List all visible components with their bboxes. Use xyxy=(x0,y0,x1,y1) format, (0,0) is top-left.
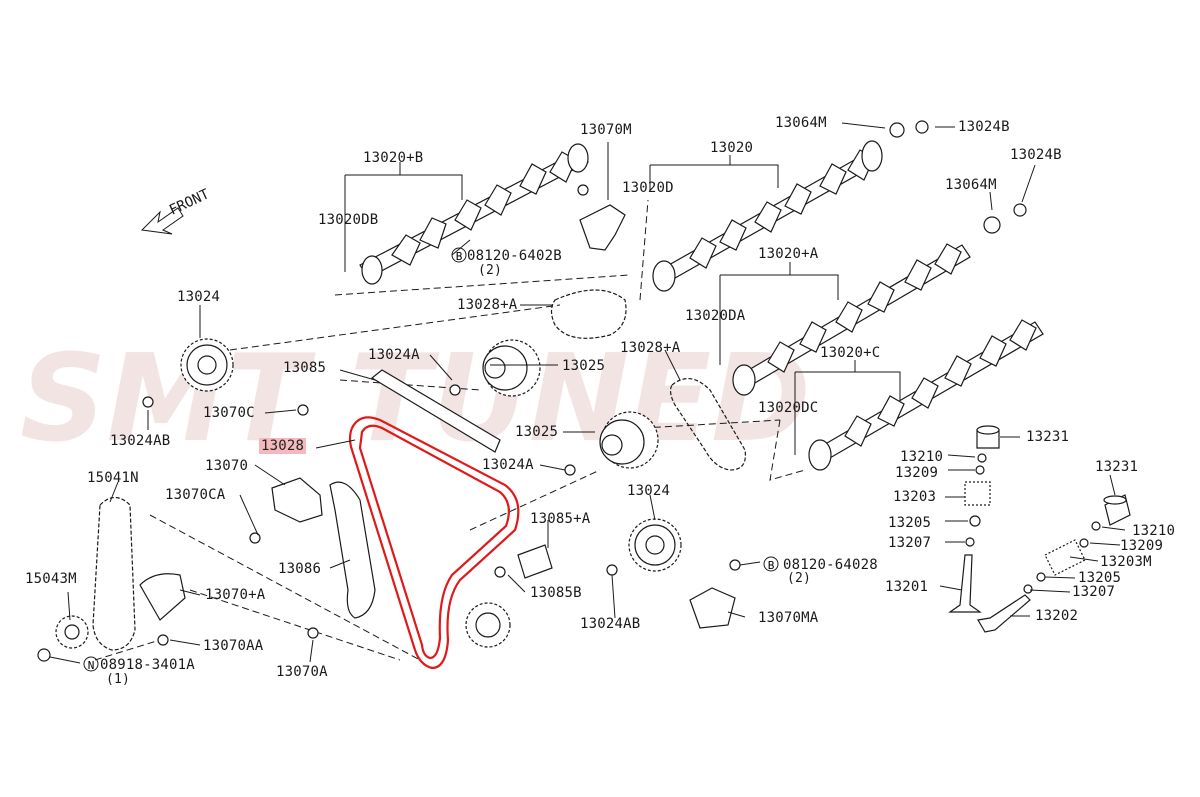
label-13020-a: 13020+A xyxy=(758,246,819,262)
label-13064M-top: 13064M xyxy=(775,115,827,131)
label-13070M: 13070M xyxy=(580,122,632,138)
label-13024B-top: 13024B xyxy=(958,119,1010,135)
label-13020D: 13020D xyxy=(622,180,674,196)
label-13202: 13202 xyxy=(1035,608,1079,624)
guide-13085-a xyxy=(517,544,553,579)
label-13201: 13201 xyxy=(885,579,929,595)
label-13024-upper: 13024 xyxy=(177,289,221,305)
label-13231-top: 13231 xyxy=(1026,429,1070,445)
label-13070A: 13070A xyxy=(276,664,328,680)
label-13203: 13203 xyxy=(893,489,937,505)
label-13210-right: 13210 xyxy=(1132,523,1176,539)
label-13207-left: 13207 xyxy=(888,535,932,551)
label-13086: 13086 xyxy=(278,561,322,577)
label-13085: 13085 xyxy=(283,360,327,376)
label-13070: 13070 xyxy=(205,458,249,474)
bolt-mark-b-1: B xyxy=(456,250,463,263)
spring-13203 xyxy=(964,481,991,506)
label-13070C: 13070C xyxy=(203,405,255,421)
label-13203M: 13203M xyxy=(1100,554,1152,570)
sprocket-13024-lower xyxy=(628,518,682,572)
timing-chain-13028 xyxy=(348,416,520,670)
label-13028-a-mid: 13028+A xyxy=(620,340,681,356)
label-13025-upper: 13025 xyxy=(562,358,606,374)
label-13064M-right: 13064M xyxy=(945,177,997,193)
sprocket-crank xyxy=(465,602,511,648)
label-08918-3401A: 08918-3401A xyxy=(100,657,195,673)
label-13070MA: 13070MA xyxy=(758,610,819,626)
label-08120-64028-qty: (2) xyxy=(787,571,812,586)
nut-mark-n: N xyxy=(88,659,95,672)
label-13024AB-mid: 13024AB xyxy=(580,616,641,632)
label-13024A-mid: 13024A xyxy=(482,457,534,473)
camshaft-13020-a xyxy=(732,243,971,396)
label-13085-a: 13085+A xyxy=(530,511,591,527)
label-13085B: 13085B xyxy=(530,585,582,601)
camshaft-13020-b xyxy=(359,143,589,285)
label-13020: 13020 xyxy=(710,140,754,156)
label-15041N: 15041N xyxy=(87,470,139,486)
label-13209-right: 13209 xyxy=(1120,538,1164,554)
label-13020-c: 13020+C xyxy=(820,345,881,361)
label-13020-b: 13020+B xyxy=(363,150,424,166)
label-13028: 13028 xyxy=(259,438,307,454)
label-13024A-top: 13024A xyxy=(368,347,420,363)
front-label: FRONT xyxy=(167,186,212,219)
bucket-13231-top xyxy=(976,425,1000,449)
sprocket-15043M xyxy=(55,615,89,649)
sprocket-13024-upper xyxy=(180,338,234,392)
bolt-mark-b-2: B xyxy=(768,559,775,572)
label-13205-right: 13205 xyxy=(1078,570,1122,586)
bucket-13231-right xyxy=(1103,494,1131,526)
label-13020DA: 13020DA xyxy=(685,308,746,324)
label-13207-right: 13207 xyxy=(1072,584,1116,600)
label-13231-right: 13231 xyxy=(1095,459,1139,475)
label-13024AB-left: 13024AB xyxy=(110,433,171,449)
label-08918-3401A-qty: (1) xyxy=(106,672,131,687)
label-15043M: 15043M xyxy=(25,571,77,587)
chain-13028-a-mid xyxy=(669,378,747,471)
camshaft-13020 xyxy=(652,140,883,292)
label-13028-highlight: 13028 xyxy=(259,438,307,454)
label-13070AA: 13070AA xyxy=(203,638,264,654)
label-13070-a-plus: 13070+A xyxy=(205,587,266,603)
front-arrow-icon xyxy=(140,207,184,235)
spring-13203M xyxy=(1044,539,1086,576)
valve-13202 xyxy=(977,594,1031,633)
label-13024B-right: 13024B xyxy=(1010,147,1062,163)
tensioner-13070 xyxy=(271,477,323,523)
label-08120-6402B-qty: (2) xyxy=(478,263,503,278)
valve-13201 xyxy=(948,554,982,613)
label-13028-a-top: 13028+A xyxy=(457,297,518,313)
bolts xyxy=(37,120,1101,662)
label-13070CA: 13070CA xyxy=(165,487,226,503)
tensioner-13070M xyxy=(579,204,626,251)
tensioner-13070MA xyxy=(689,587,736,629)
label-13020DB: 13020DB xyxy=(318,212,379,228)
leader-lines xyxy=(49,122,1126,664)
label-13020DC: 13020DC xyxy=(758,400,819,416)
guide-13086 xyxy=(329,481,376,619)
guide-13085 xyxy=(370,369,501,453)
chain-15041N xyxy=(92,496,136,651)
chain-13028-a-top xyxy=(550,289,627,339)
label-13025-middle: 13025 xyxy=(515,424,559,440)
label-13210-left: 13210 xyxy=(900,449,944,465)
label-13209-left: 13209 xyxy=(895,465,939,481)
label-13205-left: 13205 xyxy=(888,515,932,531)
label-13024-lower: 13024 xyxy=(627,483,671,499)
guide-13070-a xyxy=(139,573,186,621)
label-08120-6402B: 08120-6402B xyxy=(467,248,562,264)
camshaft-13020-c xyxy=(808,319,1044,471)
sprocket-13025-middle xyxy=(599,411,659,469)
label-08120-64028: 08120-64028 xyxy=(783,557,878,573)
sprocket-13025-upper xyxy=(482,339,541,397)
